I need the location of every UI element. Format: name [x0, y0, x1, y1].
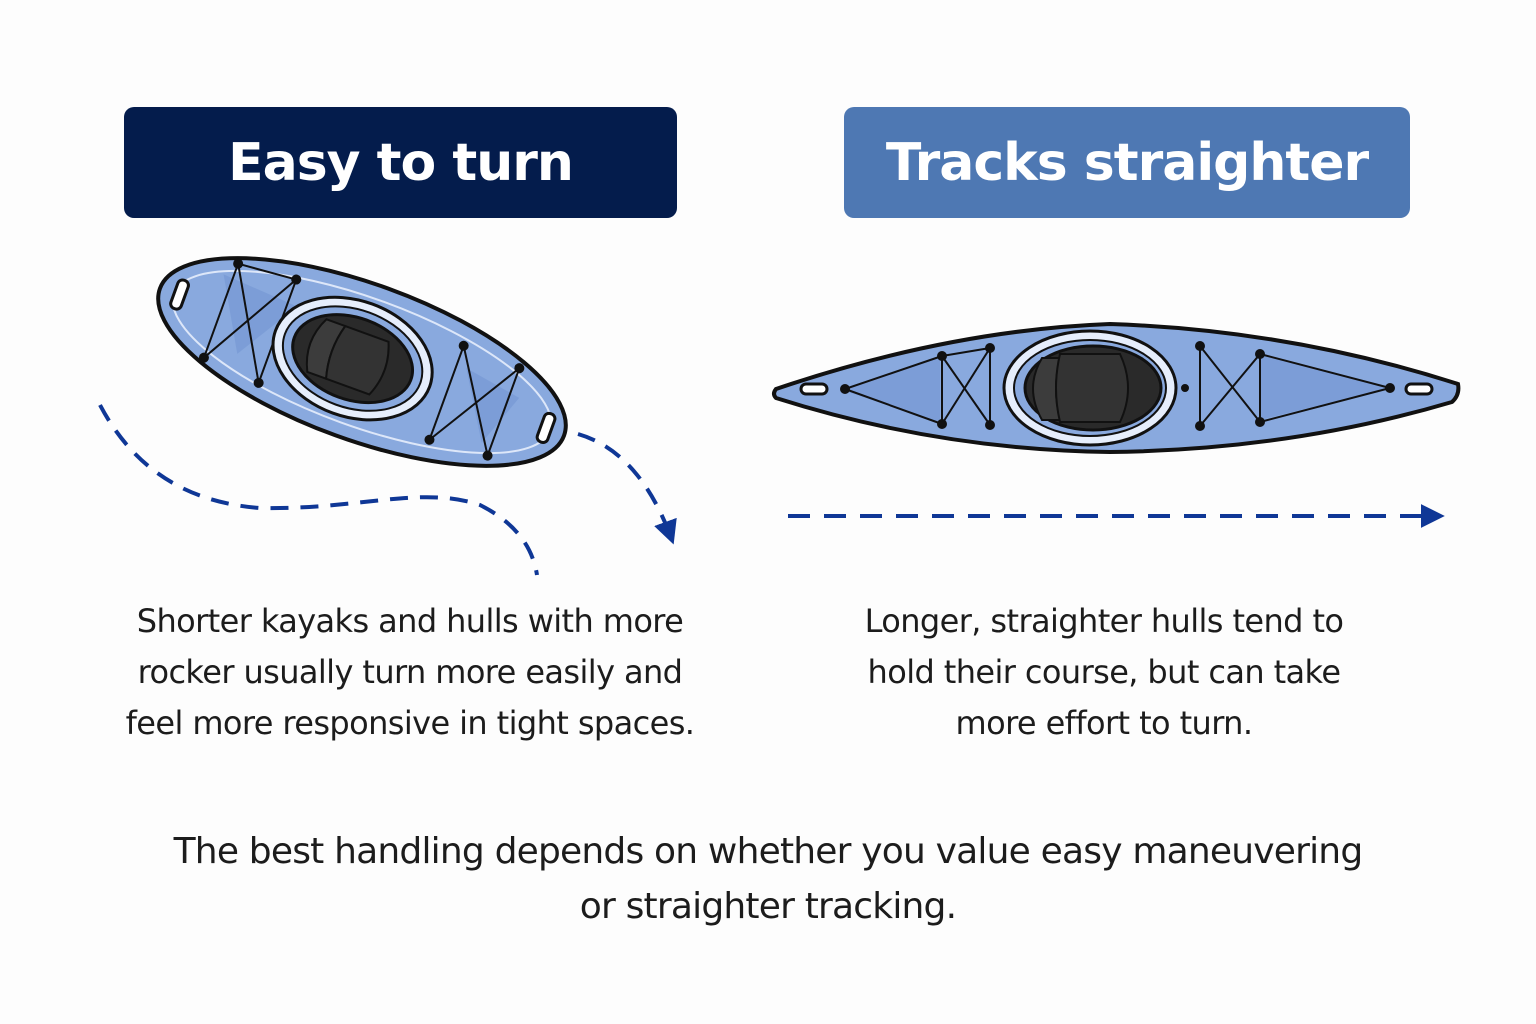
summary-line: or straighter tracking.	[579, 886, 957, 927]
description-line: rocker usually turn more easily and	[137, 653, 683, 691]
summary-line: The best handling depends on whether you…	[173, 831, 1364, 872]
description-line: Longer, straighter hulls tend to	[864, 602, 1344, 640]
long-straight-kayak-icon	[772, 321, 1461, 455]
curving-path-arrow-icon	[98, 404, 539, 576]
description-line: more effort to turn.	[955, 704, 1254, 742]
easy-to-turn-description: Shorter kayaks and hulls with more rocke…	[110, 596, 710, 749]
curving-path-arrow-icon-turn	[577, 432, 677, 545]
description-line: Shorter kayaks and hulls with more	[136, 602, 684, 640]
description-line: hold their course, but can take	[867, 653, 1341, 691]
easy-to-turn-heading: Easy to turn	[124, 107, 677, 218]
description-line: feel more responsive in tight spaces.	[125, 704, 695, 742]
tracks-straighter-heading: Tracks straighter	[844, 107, 1410, 218]
tracks-straighter-description: Longer, straighter hulls tend to hold th…	[804, 596, 1404, 749]
short-rockered-kayak-icon	[156, 256, 568, 468]
summary-text: The best handling depends on whether you…	[168, 824, 1368, 934]
